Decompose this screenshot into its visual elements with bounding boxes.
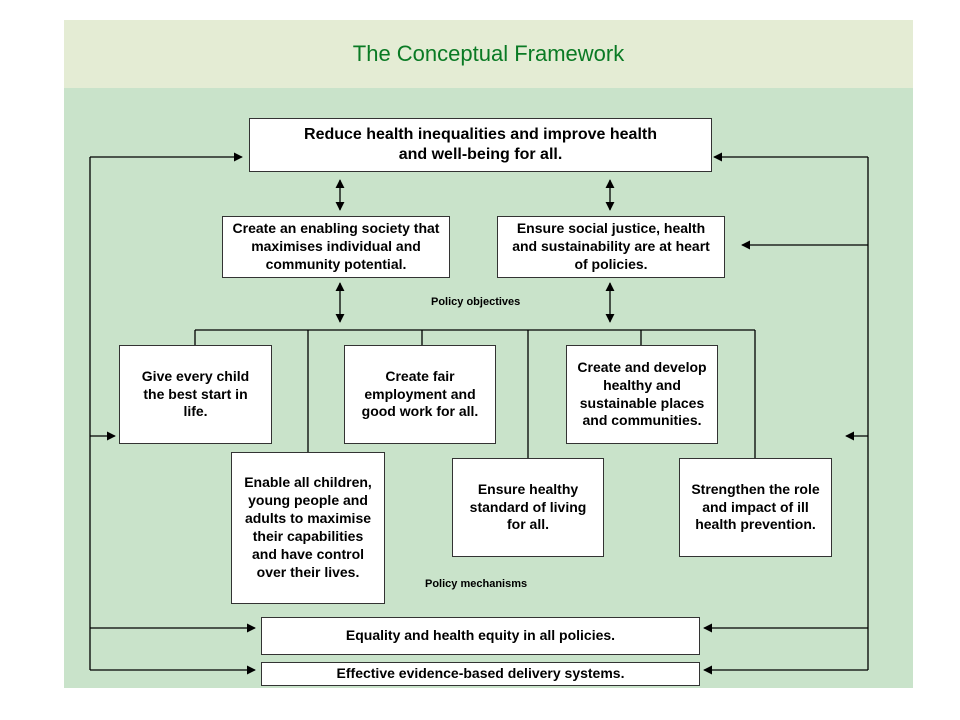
policy-fair-employment: Create fair employment and good work for… [344,345,496,444]
objective-social-justice: Ensure social justice, health and sustai… [497,216,725,278]
mechanism-health-equity: Equality and health equity in all polici… [261,617,700,655]
objective-enabling-society: Create an enabling society that maximise… [222,216,450,278]
policy-prevention: Strengthen the role and impact of ill he… [679,458,832,557]
mechanism-delivery-systems: Effective evidence-based delivery system… [261,662,700,686]
policy-capabilities: Enable all children, young people and ad… [231,452,385,604]
goal-box: Reduce health inequalities and improve h… [249,118,712,172]
policy-healthy-places: Create and develop healthy and sustainab… [566,345,718,444]
header-band: The Conceptual Framework [64,20,913,88]
policy-objectives-label: Policy objectives [431,296,521,308]
policy-best-start: Give every child the best start in life. [119,345,272,444]
page-title: The Conceptual Framework [352,41,625,66]
policy-mechanisms-label: Policy mechanisms [425,578,528,590]
policy-standard-of-living: Ensure healthy standard of living for al… [452,458,604,557]
